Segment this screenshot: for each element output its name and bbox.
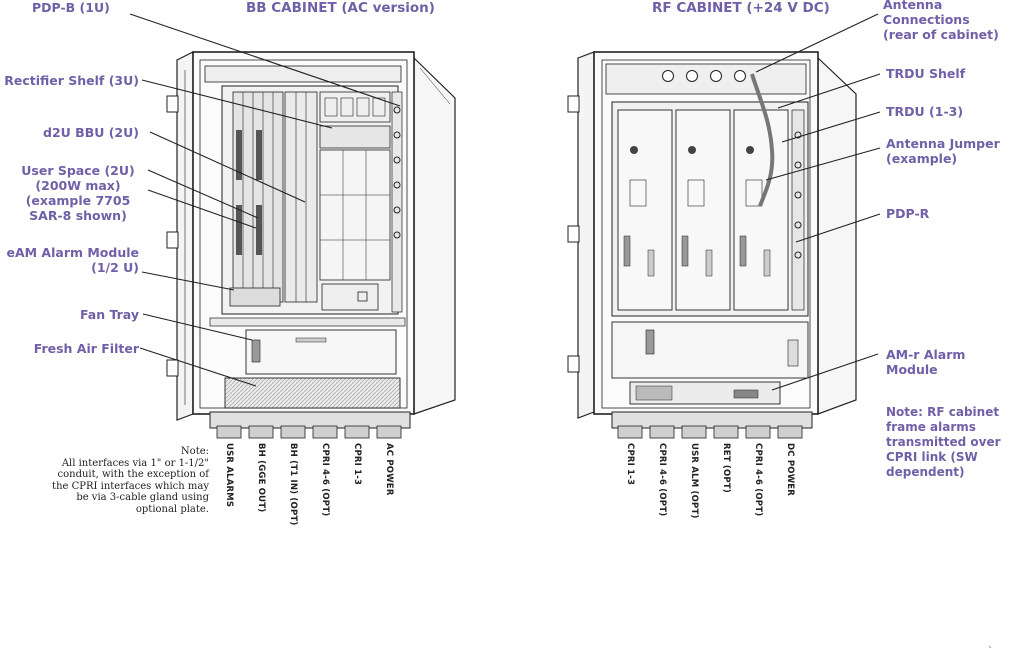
rf-leader-lines: [755, 13, 881, 391]
label-trdu: TRDU (1-3): [886, 104, 964, 119]
label-antenna-line2: Connections: [883, 12, 970, 27]
label-eam-line1: eAM Alarm Module: [6, 245, 139, 260]
rf-note: Note: RF cabinet frame alarms transmitte…: [886, 405, 1001, 480]
bb-port-label: BH (GGE OUT): [256, 443, 266, 513]
bb-note-line3: conduit, with the exception of: [57, 469, 209, 480]
bb-port-label: BH (T1 IN) (OPT): [288, 443, 298, 526]
label-antenna-jumper: Antenna Jumper (example): [886, 136, 1000, 166]
rf-port-label: DC POWER: [785, 443, 795, 497]
label-amr-alarm-module: AM-r Alarm Module: [886, 347, 965, 377]
rf-port-label: CPRI 4-6 (OPT): [657, 443, 667, 517]
bb-note-line5: be via 3-cable gland using: [76, 492, 209, 503]
label-user-space-line3: (example 7705: [25, 193, 131, 208]
bb-port-label: AC POWER: [384, 443, 394, 496]
bb-note-line6: optional plate.: [135, 503, 209, 515]
label-jumper-line1: Antenna Jumper: [886, 136, 1000, 151]
rf-port-label: USR ALM (OPT): [689, 443, 699, 519]
rf-port-label: CPRI 4-6 (OPT): [753, 443, 763, 517]
bb-port-label: USR ALARMS: [224, 443, 234, 508]
bb-port-label: CPRI 1-3: [352, 443, 362, 486]
rf-port-label: RET (OPT): [721, 443, 731, 493]
rf-cabinet-title: RF CABINET (+24 V DC): [652, 0, 830, 16]
label-eam-alarm-module: eAM Alarm Module (1/2 U): [6, 245, 139, 275]
label-user-space: User Space (2U) (200W max) (example 7705…: [12, 163, 144, 223]
bb-note-line2: All interfaces via 1" or 1-1/2": [61, 457, 209, 469]
bb-note: Note: All interfaces via 1" or 1-1/2" co…: [52, 446, 209, 515]
label-fresh-air-filter: Fresh Air Filter: [33, 341, 139, 356]
label-fan-tray: Fan Tray: [79, 307, 139, 322]
label-pdp-b: PDP-B (1U): [32, 0, 110, 15]
rf-note-line4: CPRI link (SW: [886, 450, 978, 464]
rf-note-line5: dependent): [886, 465, 965, 479]
label-amr-line2: Module: [886, 362, 938, 377]
bb-cabinet-drawing: [166, 51, 456, 439]
bb-cabinet-title: BB CABINET (AC version): [246, 0, 435, 16]
label-user-space-line1: User Space (2U): [21, 163, 135, 178]
label-d2u-bbu: d2U BBU (2U): [43, 125, 139, 140]
label-antenna-connections: Antenna Connections (rear of cabinet): [883, 0, 999, 42]
label-rectifier-shelf: Rectifier Shelf (3U): [4, 73, 139, 88]
label-trdu-shelf: TRDU Shelf: [886, 66, 966, 81]
bb-port-label: CPRI 4-6 (OPT): [320, 443, 330, 517]
label-user-space-line2: (200W max): [35, 178, 121, 193]
rf-port-label: CPRI 1-3: [625, 443, 635, 486]
label-antenna-line1: Antenna: [883, 0, 943, 12]
label-eam-line2: (1/2 U): [91, 260, 139, 275]
bb-leader-lines: [129, 13, 401, 387]
label-jumper-line2: (example): [886, 151, 958, 166]
rf-note-line2: frame alarms: [886, 420, 976, 434]
label-pdp-r: PDP-R: [886, 206, 930, 221]
label-antenna-line3: (rear of cabinet): [883, 27, 999, 42]
rf-note-line3: transmitted over: [886, 435, 1001, 449]
bb-note-line1: Note:: [180, 446, 209, 457]
rf-cabinet-drawing: [567, 51, 857, 439]
label-amr-line1: AM-r Alarm: [886, 347, 966, 362]
label-user-space-line4: SAR-8 shown): [29, 208, 127, 223]
bb-note-line4: the CPRI interfaces which may: [52, 480, 209, 492]
rf-note-line1: Note: RF cabinet: [886, 405, 1000, 419]
